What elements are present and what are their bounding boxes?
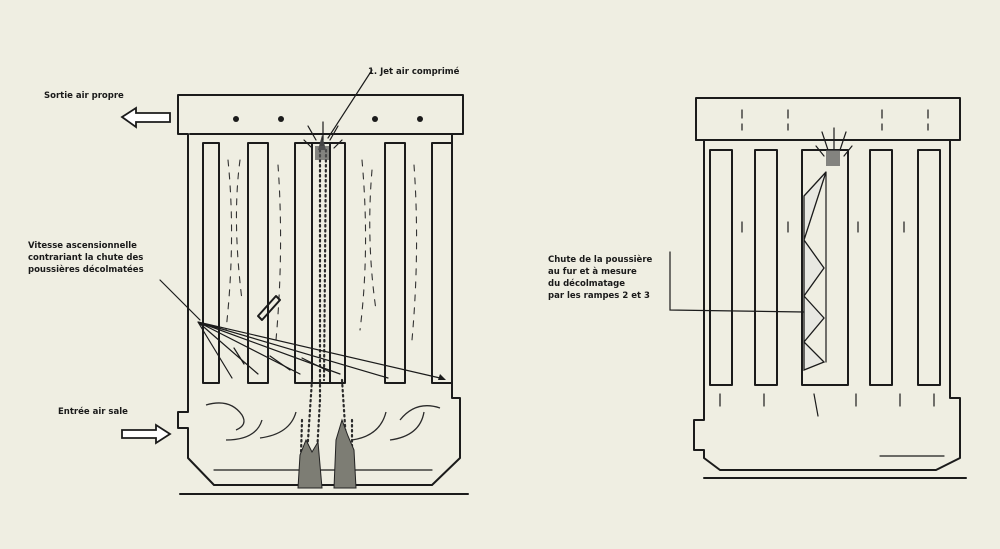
left-jet-burst: [303, 121, 343, 160]
right-bag-5: [917, 149, 941, 386]
right-jet-burst: [815, 127, 853, 166]
nozzle-1: [233, 116, 239, 122]
left-velocity-pointer-lines: [159, 279, 446, 380]
left-small-part: [257, 295, 281, 321]
left-bag-4: [384, 142, 406, 384]
right-bag-2: [754, 149, 778, 386]
right-nozzles: [741, 109, 929, 131]
velocity-label-line-3: poussières décolmatées: [28, 264, 144, 275]
outlet-arrow-icon: [120, 106, 171, 129]
left-filter-figure: Sortie air propre 1. Jet air comprimé En…: [28, 66, 469, 495]
left-bag-5: [431, 142, 453, 384]
right-housing-outline: [693, 97, 961, 471]
left-bag-1: [202, 142, 220, 384]
left-nozzles: [233, 116, 423, 122]
dust-label-line-1: Chute de la poussière: [548, 254, 653, 265]
jet-leader-line: [327, 69, 373, 139]
right-inner-ticks: [719, 221, 935, 417]
left-airflow-dashes: [225, 159, 418, 341]
left-dust-pile-right: [333, 418, 357, 489]
velocity-label-line-2: contrariant la chute des: [28, 253, 143, 263]
dust-leader-line: [669, 251, 805, 313]
right-bag-1: [709, 149, 733, 386]
nozzle-2: [278, 116, 284, 122]
nozzle-5: [417, 116, 423, 122]
outlet-label: Sortie air propre: [44, 91, 124, 101]
right-dust-zigzag: [803, 171, 827, 371]
left-filter-bags: [202, 142, 453, 384]
left-inlet-swirls: [205, 402, 441, 441]
inlet-label: Entrée air sale: [58, 406, 128, 417]
right-filter-figure: Chute de la poussière au fur et à mesure…: [548, 97, 967, 479]
left-bag-2: [247, 142, 269, 384]
right-bag-4: [869, 149, 893, 386]
right-bag-3: [801, 149, 849, 386]
jet-label: 1. Jet air comprimé: [368, 66, 460, 77]
inlet-arrow-icon: [121, 423, 172, 445]
right-filter-bags: [709, 149, 941, 386]
left-housing-outline: [177, 94, 464, 486]
left-dust-pile-left: [297, 438, 323, 489]
dust-label-line-4: par les rampes 2 et 3: [548, 291, 650, 301]
nozzle-4: [372, 116, 378, 122]
dust-label-line-3: du décolmatage: [548, 278, 625, 289]
dust-label-line-2: au fur et à mesure: [548, 267, 637, 277]
velocity-label-line-1: Vitesse ascensionnelle: [28, 241, 137, 251]
